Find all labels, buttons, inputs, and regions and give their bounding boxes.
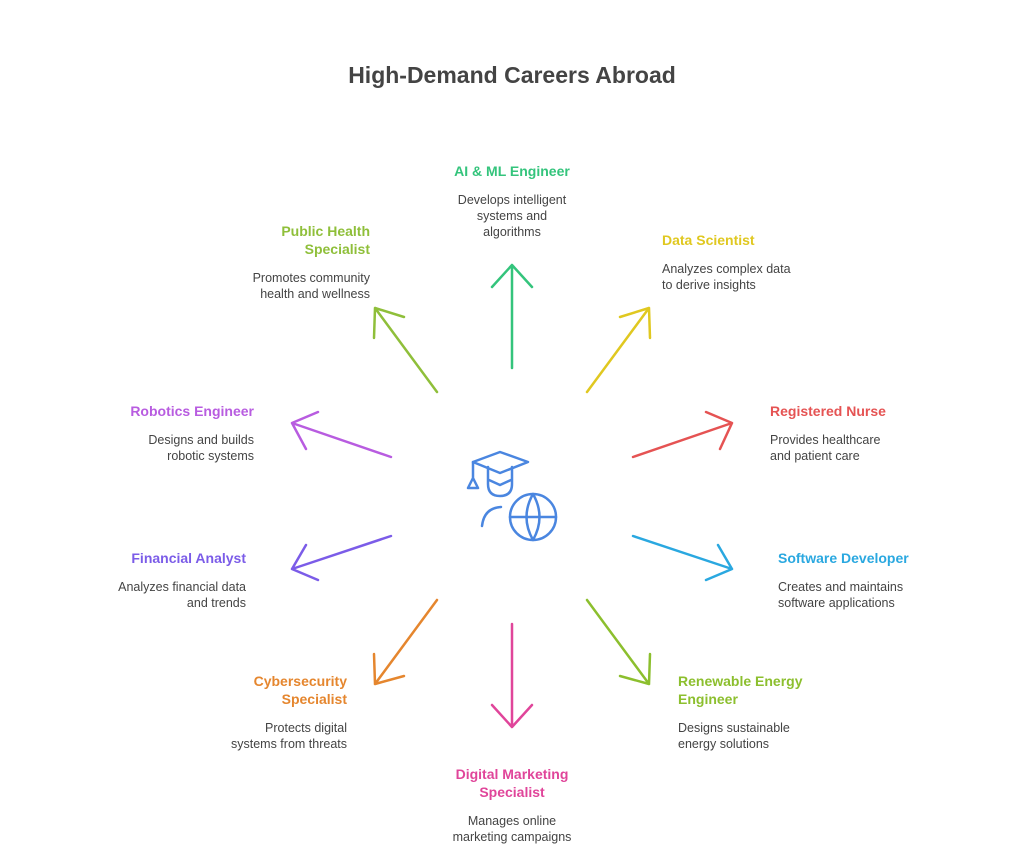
career-desc: Designs sustainable energy solutions bbox=[678, 721, 790, 751]
arrow-robotics bbox=[290, 410, 393, 459]
career-title: Software Developer bbox=[778, 550, 909, 566]
career-title: Data Scientist bbox=[662, 232, 755, 248]
career-title: Public Health Specialist bbox=[281, 223, 370, 257]
page-title: High-Demand Careers Abroad bbox=[348, 62, 676, 88]
arrow-public bbox=[372, 306, 439, 394]
arrow-cyber bbox=[372, 598, 439, 686]
career-desc: Creates and maintains software applicati… bbox=[778, 580, 904, 610]
career-desc: Promotes community health and wellness bbox=[252, 271, 370, 301]
career-title: AI & ML Engineer bbox=[454, 163, 570, 179]
career-title: Robotics Engineer bbox=[130, 403, 254, 419]
career-title: Renewable Energy Engineer bbox=[678, 673, 803, 707]
arrow-ai bbox=[490, 263, 534, 370]
career-title: Digital Marketing Specialist bbox=[455, 766, 569, 800]
career-desc: Develops intelligent systems and algorit… bbox=[457, 193, 567, 239]
arrow-digital bbox=[490, 622, 534, 729]
arrow-financial bbox=[290, 534, 393, 582]
career-desc: Analyzes financial data and trends bbox=[118, 580, 246, 610]
graduate-globe-icon bbox=[466, 450, 558, 542]
career-desc: Manages online marketing campaigns bbox=[452, 814, 572, 844]
career-desc: Analyzes complex data to derive insights bbox=[662, 262, 791, 292]
arrow-software bbox=[631, 534, 734, 582]
career-title: Registered Nurse bbox=[770, 403, 886, 419]
career-title: Cybersecurity Specialist bbox=[253, 673, 347, 707]
arrow-nurse bbox=[631, 410, 734, 459]
arrow-renewable bbox=[585, 598, 652, 686]
career-desc: Provides healthcare and patient care bbox=[770, 433, 881, 463]
career-desc: Protects digital systems from threats bbox=[231, 721, 347, 751]
career-title: Financial Analyst bbox=[131, 550, 246, 566]
career-desc: Designs and builds robotic systems bbox=[148, 433, 254, 463]
arrow-data bbox=[585, 306, 652, 394]
